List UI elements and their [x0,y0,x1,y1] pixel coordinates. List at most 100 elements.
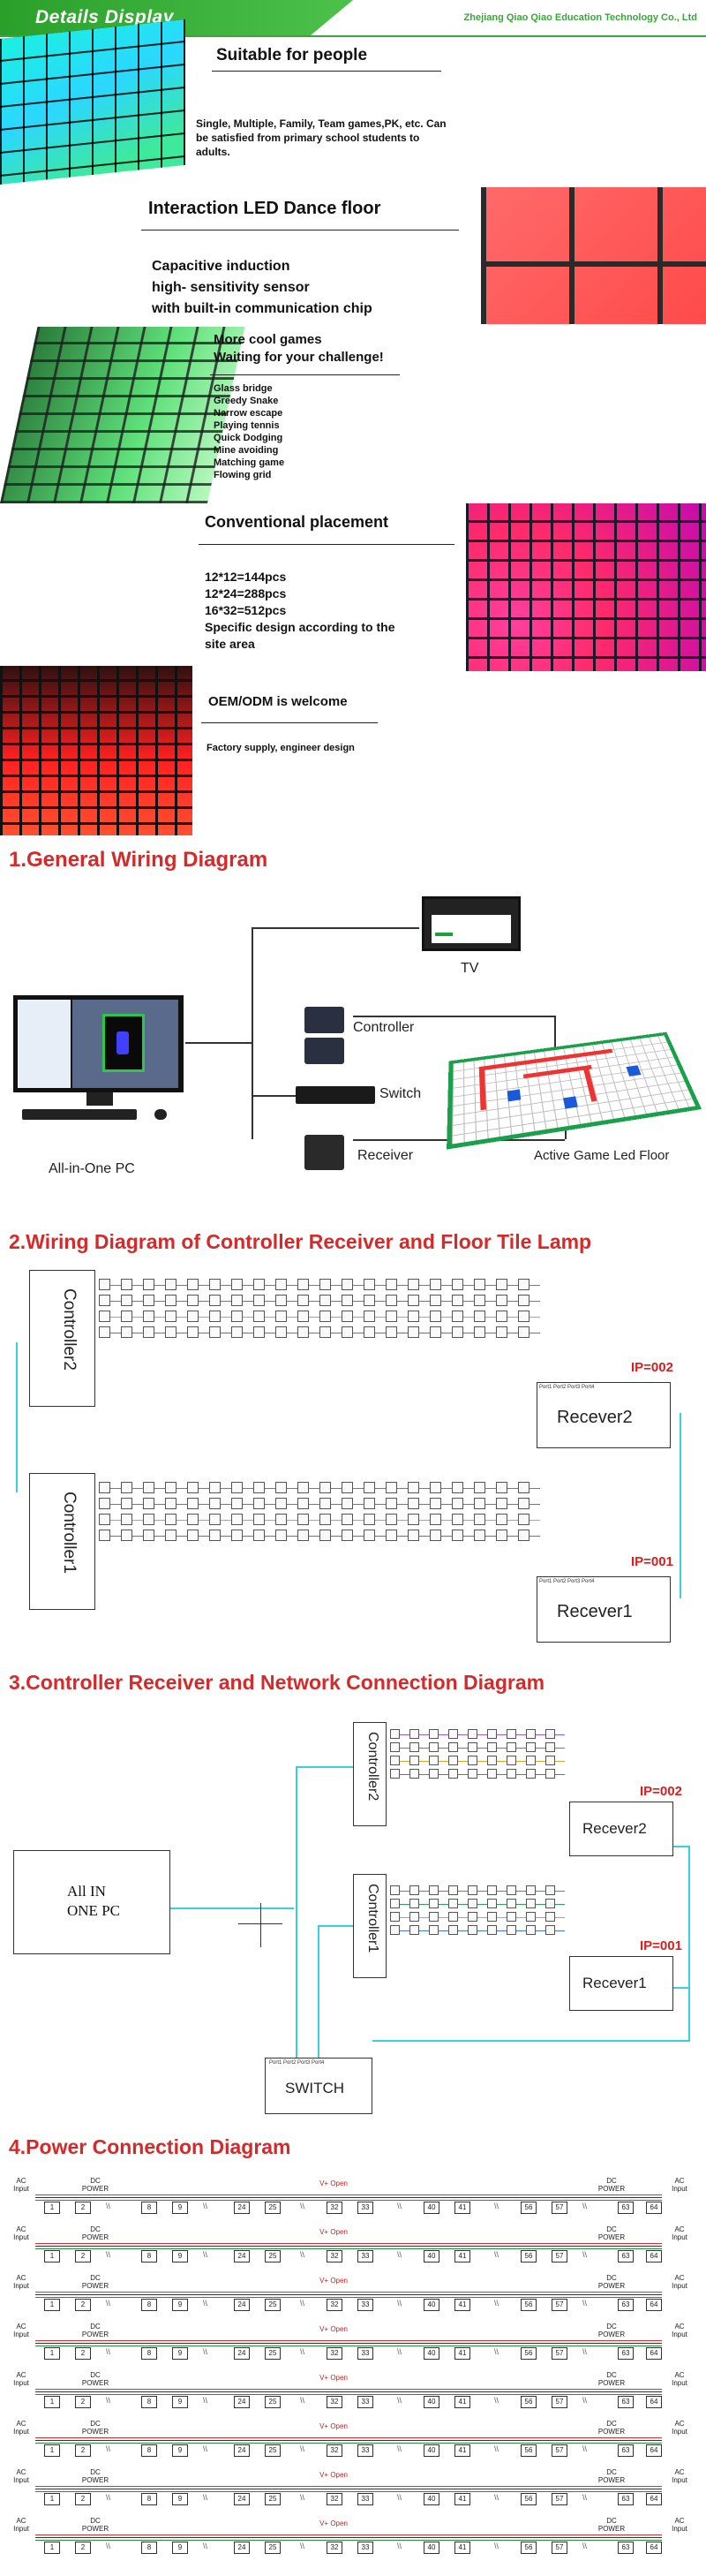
floor-tile [448,1912,458,1922]
floor-tile [364,1498,375,1509]
floor-tile [474,1530,485,1541]
floor-tile [430,1311,441,1322]
tv-label: TV [461,961,478,977]
floor-tile [187,1482,199,1493]
continuation-mark: \\ [582,2202,587,2210]
ip1-label-d3: IP=001 [640,1938,682,1953]
tile-number-box: 57 [552,2444,567,2457]
dc-power-label: DC POWER [79,2274,111,2290]
floor-tile [507,1756,516,1765]
continuation-mark: \\ [106,2250,110,2259]
floor-tile [496,1482,507,1493]
tile-number-box: 9 [172,2444,188,2457]
floor-tile [474,1514,485,1525]
continuation-mark: \\ [397,2250,402,2259]
floor-tile [448,1756,458,1765]
floor-tile [99,1311,110,1322]
tile-number-box: 64 [646,2299,662,2311]
diagram3-title: 3.Controller Receiver and Network Connec… [9,1671,545,1695]
floor-tile [342,1482,353,1493]
continuation-mark: \\ [203,2493,207,2502]
switch-device [296,1086,375,1104]
floor-tile [507,1729,516,1739]
floor-tile [452,1482,463,1493]
all-in-one-pc-box: All IN ONE PC [13,1850,170,1954]
floor-tile [297,1514,309,1525]
tile-number-box: 41 [454,2542,470,2554]
floor-tile [342,1295,353,1306]
tile-number-box: 33 [357,2542,373,2554]
continuation-mark: \\ [203,2250,207,2259]
floor-tile [409,1925,419,1935]
floor-tile [319,1482,331,1493]
continuation-mark: \\ [300,2202,304,2210]
floor-tile [253,1311,265,1322]
floor-tile [518,1326,530,1338]
continuation-mark: \\ [203,2396,207,2405]
receiver2-label-d3: Recever2 [582,1820,647,1838]
floor-tile [545,1756,555,1765]
continuation-mark: \\ [397,2542,402,2550]
floor-tile [526,1729,536,1739]
tile-number-box: 24 [234,2202,250,2214]
floor-tile [390,1925,400,1935]
floor-tile [231,1482,243,1493]
wire-tv [252,927,419,929]
tile-number-box: 24 [234,2299,250,2311]
tile-number-box: 2 [75,2493,91,2505]
v-open-label: V+ Open [313,2471,354,2479]
receiver1-ports: Port1 Port2 Port3 Port4 [539,1579,594,1584]
tile-number-box: 63 [618,2542,634,2554]
continuation-mark: \\ [397,2493,402,2502]
floor-tile [390,1899,400,1908]
controller-device-1 [304,1007,344,1033]
ac-input-label: AC Input [11,2225,32,2241]
tile-number-box: 56 [521,2202,537,2214]
tile-number-box: 40 [424,2542,439,2554]
continuation-mark: \\ [582,2250,587,2259]
suitable-title: Suitable for people [216,46,367,65]
power-row: AC InputDC POWERV+ OpenDC POWERAC Input1… [9,2177,697,2221]
floor-tile [342,1326,353,1338]
floor-tile [526,1756,536,1765]
net-cable [170,1907,294,1909]
ac-input-label: AC Input [11,2274,32,2290]
tile-number-box: 40 [424,2202,439,2214]
continuation-mark: \\ [582,2542,587,2550]
power-wire [35,2394,662,2395]
continuation-mark: \\ [582,2396,587,2405]
floor-tile [526,1769,536,1779]
tile-number-box: 2 [75,2347,91,2360]
net-cable [372,2040,690,2042]
floor-tile [99,1295,110,1306]
power-wire [35,2389,662,2390]
dc-power-label: DC POWER [596,2177,627,2193]
continuation-mark: \\ [397,2444,402,2453]
games-title-1: More cool games [214,332,322,347]
continuation-mark: \\ [106,2396,110,2405]
continuation-mark: \\ [300,2396,304,2405]
floor-tile [487,1756,497,1765]
tile-number-box: 64 [646,2493,662,2505]
placement-line: 16*32=512pcs [205,602,469,619]
tile-number-box: 1 [44,2250,60,2262]
floor-tile [253,1279,265,1290]
ac-input-label: AC Input [669,2274,690,2290]
floor-tile [507,1912,516,1922]
power-row: AC InputDC POWERV+ OpenDC POWERAC Input1… [9,2371,697,2415]
continuation-mark: \\ [300,2299,304,2308]
floor-tile [487,1742,497,1752]
suitable-rule [212,71,441,72]
floor-tile [165,1530,176,1541]
floor-tile [165,1498,176,1509]
floor-tile [121,1530,132,1541]
floor-tile [231,1311,243,1322]
floor-tile [448,1925,458,1935]
dc-power-label: DC POWER [79,2468,111,2484]
keyboard [22,1109,137,1120]
floor-tile [474,1326,485,1338]
placement-line: Specific design according to the [205,619,469,636]
v-open-label: V+ Open [313,2422,354,2430]
floor-tile [518,1482,530,1493]
mouse [154,1109,167,1120]
